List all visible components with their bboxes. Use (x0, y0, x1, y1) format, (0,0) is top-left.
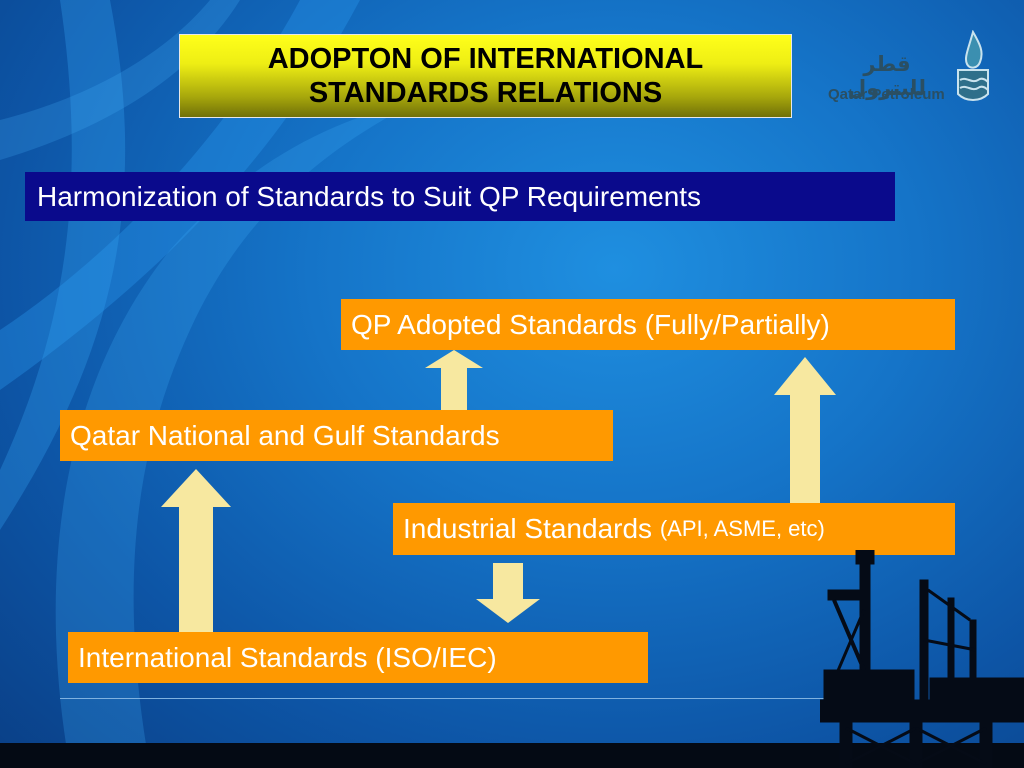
bottom-divider-line (60, 698, 845, 699)
international-standards-label: International Standards (ISO/IEC) (78, 641, 497, 673)
qp-adopted-standards-label: QP Adopted Standards (Fully/Partially) (351, 308, 830, 340)
slide-title: ADOPTON OF INTERNATIONAL STANDARDS RELAT… (267, 43, 704, 109)
national-gulf-standards-label: Qatar National and Gulf Standards (70, 419, 500, 451)
arrow-up-icon (425, 350, 483, 412)
industrial-standards-note: (API, ASME, etc) (659, 516, 825, 541)
qp-flame-emblem-icon (957, 30, 989, 101)
industrial-standards-box: Industrial Standards (API, ASME, etc) (393, 503, 955, 555)
oil-rig-silhouette-icon (820, 550, 1024, 768)
logo-arabic-text: قطر للبترول (848, 52, 926, 100)
industrial-standards-label: Industrial Standards (403, 513, 660, 544)
logo-latin-text: Qatar Petroleum (828, 86, 945, 103)
arrow-up-icon (161, 469, 231, 633)
bottom-band (0, 743, 1024, 768)
arrow-down-icon (476, 563, 540, 623)
national-gulf-standards-box: Qatar National and Gulf Standards (60, 410, 613, 461)
qp-adopted-standards-box: QP Adopted Standards (Fully/Partially) (341, 299, 955, 350)
qatar-petroleum-logo: قطر للبترول Qatar Petroleum (826, 30, 998, 114)
slide-title-box: ADOPTON OF INTERNATIONAL STANDARDS RELAT… (179, 34, 792, 118)
international-standards-box: International Standards (ISO/IEC) (68, 632, 648, 683)
slide-subtitle: Harmonization of Standards to Suit QP Re… (25, 172, 895, 221)
arrow-up-icon (774, 357, 836, 505)
